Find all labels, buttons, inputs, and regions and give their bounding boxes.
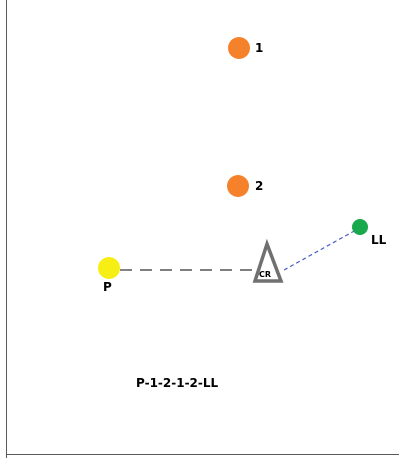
edge-cr-to-ll — [283, 229, 357, 271]
node-2-marker[interactable] — [227, 175, 249, 197]
node-p-label: P — [103, 280, 112, 294]
triangle-icon — [252, 238, 284, 283]
canvas-bottom-border — [6, 454, 399, 455]
node-cr-marker[interactable]: CR — [252, 238, 284, 283]
node-1-label: 1 — [255, 41, 263, 55]
node-ll-label: LL — [371, 233, 387, 247]
node-1-marker[interactable] — [228, 37, 250, 59]
sequence-label: P-1-2-1-2-LL — [136, 376, 219, 390]
node-p-marker[interactable] — [98, 257, 120, 279]
node-ll-marker[interactable] — [352, 219, 368, 235]
node-cr-label: CR — [259, 270, 271, 279]
node-2-label: 2 — [255, 179, 263, 193]
canvas-left-border — [6, 0, 7, 458]
